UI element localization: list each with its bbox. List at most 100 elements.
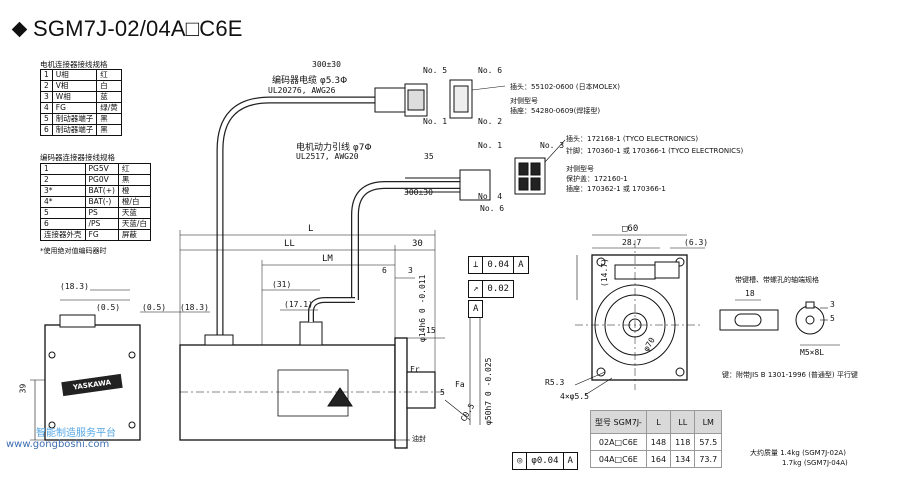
warning-label-icon [327, 387, 353, 407]
encoder-cell: 连接器外壳 [40, 229, 86, 241]
mass-line-1: 大约质量 1.4kg (SGM7J-02A) [750, 449, 846, 457]
power-cable-spec: UL2517, AWG20 [296, 152, 359, 161]
encoder-cell: FG [84, 229, 119, 241]
encoder-row: 4*BAT(-)橙/白 [40, 196, 151, 208]
encoder-cell: 屏蔽 [117, 229, 151, 241]
enc-plug-note: 插头：55102-0600 (日本MOLEX) [510, 83, 620, 91]
seal-label: 油封 [412, 435, 426, 443]
model-header-cell: LM [694, 410, 723, 434]
tolerance-runout: ↗ 0.02 [468, 280, 515, 298]
pin-enc-no1: No. 1 [423, 117, 448, 126]
dim-14-7: (14.7) [599, 258, 609, 287]
datum-a-label: A [473, 304, 479, 314]
encoder-table-note: *使用绝对值编码器时 [40, 247, 107, 255]
encoder-cable-inner [217, 97, 375, 335]
power-cable-label: 电机动力引线 φ7Φ [296, 143, 372, 153]
model-cell: 04A□C6E [590, 450, 647, 468]
dim-r5-3: R5.3 [545, 378, 565, 387]
label-fr: Fr [410, 365, 420, 374]
dim-0-5-side: (0.5) [142, 303, 167, 312]
encoder-row: 3*BAT(+)橙 [40, 185, 151, 197]
tol-conc-value: φ0.04 [527, 453, 564, 469]
encoder-plug-face [407, 89, 425, 111]
tol-runout-symbol: ↗ [469, 281, 484, 297]
dim-3: 3 [408, 266, 413, 275]
model-cell: 73.7 [694, 450, 723, 468]
dim-35: 35 [424, 152, 434, 161]
dim-LM: LM [322, 254, 333, 264]
dim-6-3: (6.3) [684, 238, 709, 247]
dim-spigot-dia: φ50h7 0 -0.025 [484, 357, 493, 425]
tol-conc-symbol: ◎ [513, 453, 528, 469]
dim-30: 30 [412, 239, 423, 249]
dim-m5: M5×8L [800, 348, 825, 357]
encoder-cell: BAT(+) [84, 185, 119, 197]
dim-square-60: □60 [622, 224, 639, 234]
page-title-text: SGM7J-02/04A□C6E [33, 16, 243, 41]
tol-conc-datum: A [567, 456, 573, 466]
dim-holes: 4×φ5.5 [560, 392, 589, 401]
encoder-cable-spec: UL20276, AWG26 [268, 86, 336, 95]
model-cell: 118 [670, 433, 696, 451]
encoder-cell: 天蓝 [117, 207, 151, 219]
encoder-cell: PS [84, 207, 119, 219]
model-cell: 164 [645, 450, 672, 468]
page-title: SGM7J-02/04A□C6E [11, 14, 243, 44]
dim-18-3-end: (18.3) [60, 282, 89, 291]
enc-mating-note: 对侧型号 [510, 97, 538, 105]
power-plug [459, 169, 491, 201]
dim-6: 6 [382, 266, 387, 275]
dim-17-1: (17.1) [284, 300, 313, 309]
watermark-text: 智能制造服务平台 [36, 428, 116, 439]
keyway-caption: 带键槽、带螺孔的轴端规格 [735, 276, 819, 284]
power-gland [299, 321, 323, 346]
flange [394, 337, 408, 449]
pin-pow-no1: No. 1 [478, 141, 503, 150]
model-cell: 02A□C6E [590, 433, 647, 451]
encoder-table-caption: 编码器连接器接线规格 [40, 153, 115, 162]
tolerance-perpendicularity: ⊥ 0.04 A [468, 256, 529, 274]
key-note: 键：附带JIS B 1301-1996 (普通型) 平行键 [722, 371, 858, 379]
model-cell: 148 [645, 433, 672, 451]
model-header-cell: L [645, 410, 672, 434]
dim-key-3: 3 [830, 300, 835, 309]
dim-5: 5 [440, 388, 445, 397]
dim-39: 39 [18, 383, 28, 394]
pow-cover-note: 保护盖：172160-1 [566, 175, 628, 183]
pin-enc-no6: No. 6 [478, 66, 503, 75]
pow-socket-note: 插座：170362-1 或 170366-1 [566, 185, 666, 193]
pow-pin-note: 针脚：170360-1 或 170366-1 (TYCO ELECTRONICS… [566, 147, 744, 155]
motor-cell: 制动器端子 [51, 124, 98, 136]
mass-line-2: 1.7kg (SGM7J-04A) [782, 459, 848, 467]
enc-socket-note: 插座：54280-0609(焊接型) [510, 107, 601, 115]
pin-pow-no6: No. 6 [480, 204, 505, 213]
tol-perp-value: 0.04 [483, 257, 515, 273]
dim-18-3-side: (18.3) [180, 303, 209, 312]
dim-encoder-cable-length: 300±30 [312, 60, 341, 69]
model-header-cell: LL [670, 410, 696, 434]
output-shaft [406, 371, 436, 409]
tol-runout-value: 0.02 [487, 284, 510, 294]
label-fa: Fa [455, 380, 465, 389]
dim-28-7: 28.7 [622, 238, 642, 247]
pow-mating-note: 对侧型号 [566, 165, 594, 173]
watermark: 智能制造服务平台 www.gongboshi.com [6, 424, 116, 450]
dim-key-18: 18 [745, 289, 755, 298]
pow-plug-note: 插头：172168-1 (TYCO ELECTRONICS) [566, 135, 699, 143]
encoder-plug-body [374, 87, 406, 113]
dim-L: L [308, 224, 314, 234]
datum-a-box: A [468, 300, 484, 318]
dim-key-5: 5 [830, 314, 835, 323]
pin-pow-no3: No. 3 [540, 141, 565, 150]
tolerance-concentricity: ◎ φ0.04 A [512, 452, 578, 470]
